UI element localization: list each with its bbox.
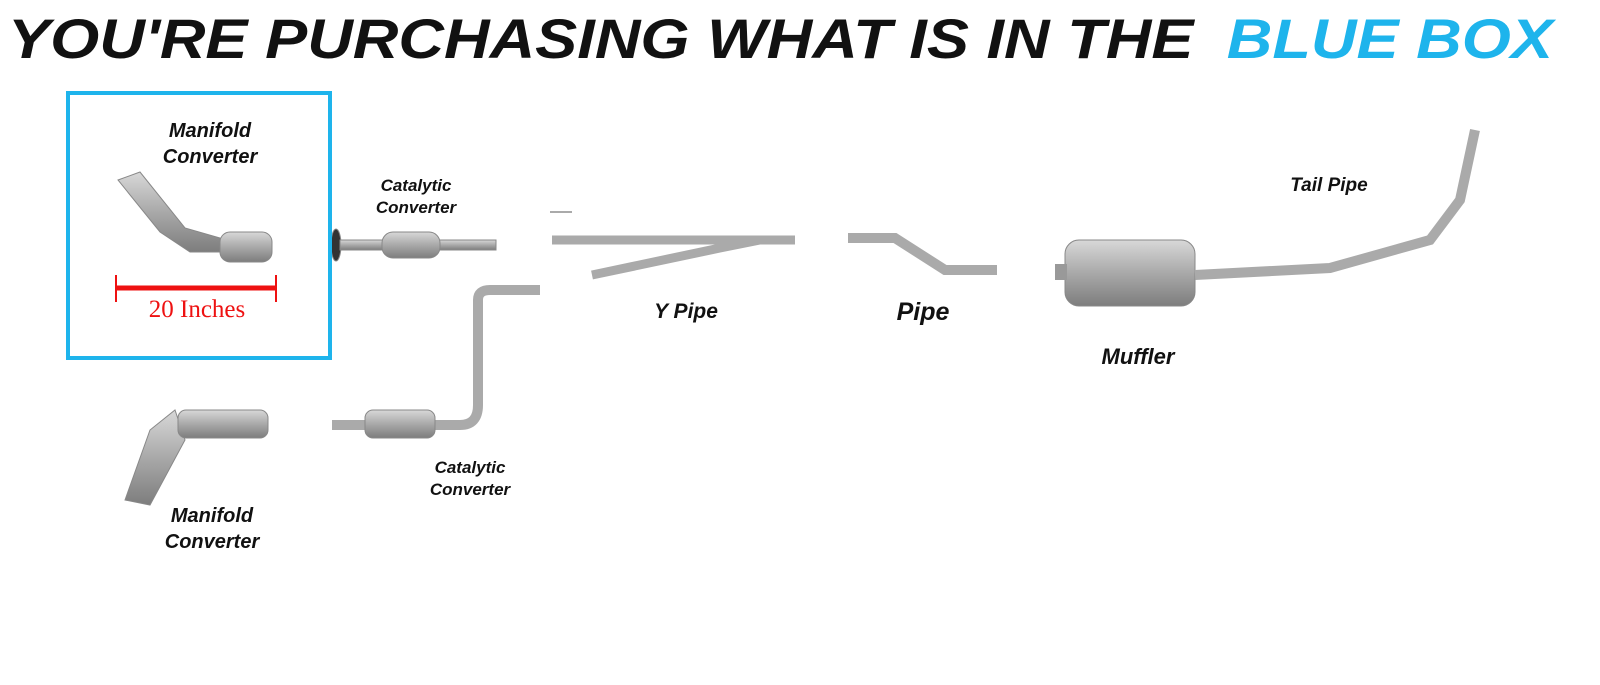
tail-pipe-label: Tail Pipe (1290, 175, 1368, 196)
label-line: Converter (164, 531, 260, 553)
label-line: Converter (162, 146, 258, 168)
muffler-label: Muffler (1101, 344, 1175, 369)
catalytic-converter-bottom-image (332, 285, 540, 439)
manifold-converter-bottom-label: Manifold Converter (165, 503, 259, 555)
measurement-label: 20 Inches (148, 296, 246, 323)
manifold-converter-top-label: Manifold Converter (163, 118, 257, 170)
banner-prefix: YOU'RE PURCHASING WHAT IS IN THE (8, 7, 1195, 70)
catalytic-converter-top-image (330, 228, 497, 262)
tail-pipe-image (1194, 128, 1480, 280)
pipe-image (848, 233, 997, 275)
label-line: Converter (375, 198, 457, 218)
label-line: Catalytic (434, 458, 506, 477)
purchase-highlight-box (66, 91, 332, 360)
banner-highlight: BLUE BOX (1227, 7, 1557, 70)
muffler-image (1055, 239, 1196, 307)
label-line: Converter (429, 480, 511, 500)
label-line: Manifold (168, 120, 252, 142)
y-pipe-image (550, 211, 795, 280)
label-line: Catalytic (380, 176, 452, 195)
manifold-converter-bottom-image (124, 409, 269, 506)
measurement-bar (115, 275, 277, 302)
banner-title: YOU'RE PURCHASING WHAT IS IN THE BLUE BO… (8, 7, 1557, 70)
y-pipe-label: Y Pipe (654, 300, 718, 323)
label-line: Manifold (170, 505, 254, 527)
catalytic-converter-top-label: Catalytic Converter (376, 175, 456, 219)
pipe-label: Pipe (896, 298, 950, 326)
manifold-converter-top-image (117, 171, 273, 263)
catalytic-converter-bottom-label: Catalytic Converter (430, 457, 510, 501)
